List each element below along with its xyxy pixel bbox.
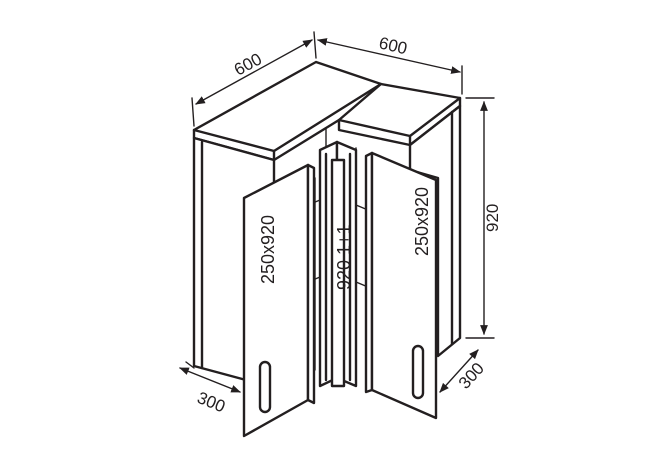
dim-top-right (317, 38, 461, 74)
dim-bottom-left-label: 300 (195, 388, 228, 416)
right-side-panel (408, 104, 462, 358)
right-door: 250x920 (364, 151, 438, 420)
dim-height-label: 920 (483, 204, 502, 232)
dim-top-left (195, 39, 313, 105)
dim-ext-6 (185, 361, 195, 369)
dim-bottom-right (439, 349, 479, 393)
right-door-handle-icon (411, 344, 425, 400)
left-door-label: 250x920 (258, 215, 278, 284)
dim-bottom-left (179, 367, 241, 393)
left-door: 250x920 (242, 163, 316, 438)
dim-bottom-right-label: 300 (455, 359, 488, 393)
left-door-face (242, 163, 310, 438)
center-post: 920 1+1 (318, 140, 358, 388)
dim-ext-1 (191, 97, 195, 127)
dim-top-left-label: 600 (231, 49, 265, 79)
left-door-edge (306, 163, 316, 405)
dim-ext-2 (313, 31, 317, 59)
left-door-handle-icon (258, 360, 272, 414)
right-door-label: 250x920 (412, 187, 432, 256)
top-inner-corner (272, 118, 412, 162)
center-post-label: 920 1+1 (334, 224, 354, 290)
center-post-strip (330, 158, 346, 388)
cabinet-body (192, 60, 462, 382)
